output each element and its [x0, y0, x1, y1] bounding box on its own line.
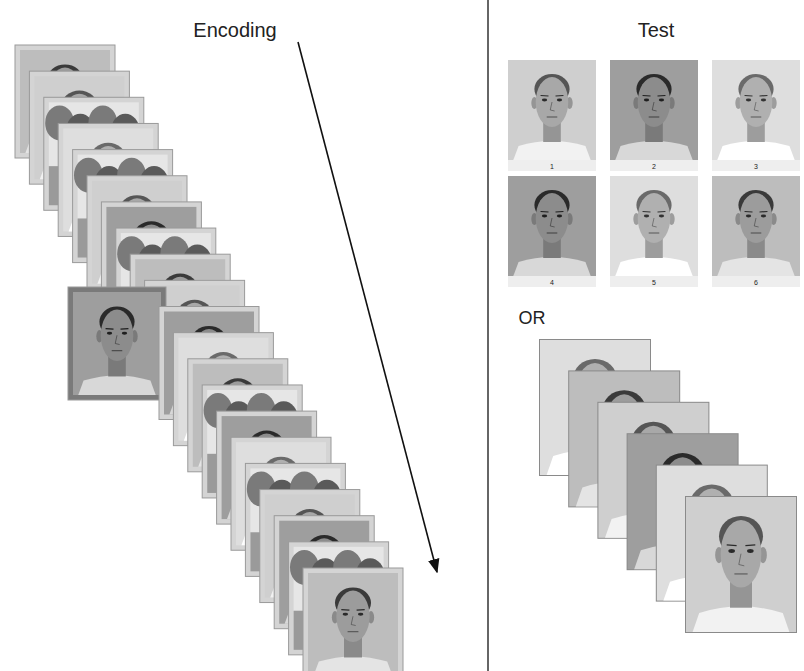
photo-number: 2: [652, 163, 656, 170]
photo-number: 1: [550, 163, 554, 170]
panel-title: Encoding: [193, 20, 276, 40]
photo-number: 6: [754, 279, 758, 286]
lineup-photos: [508, 60, 800, 287]
alternative-label: OR: [519, 309, 546, 327]
photo-number: 4: [550, 279, 554, 286]
time-arrow: [298, 42, 437, 572]
panel-title: Test: [638, 20, 675, 40]
encoding-photo-stack: [15, 45, 403, 671]
photo-number: 3: [754, 163, 758, 170]
divider-line: [487, 0, 489, 671]
photo-number: 5: [652, 279, 656, 286]
sequential-photo-stack: [539, 339, 797, 633]
